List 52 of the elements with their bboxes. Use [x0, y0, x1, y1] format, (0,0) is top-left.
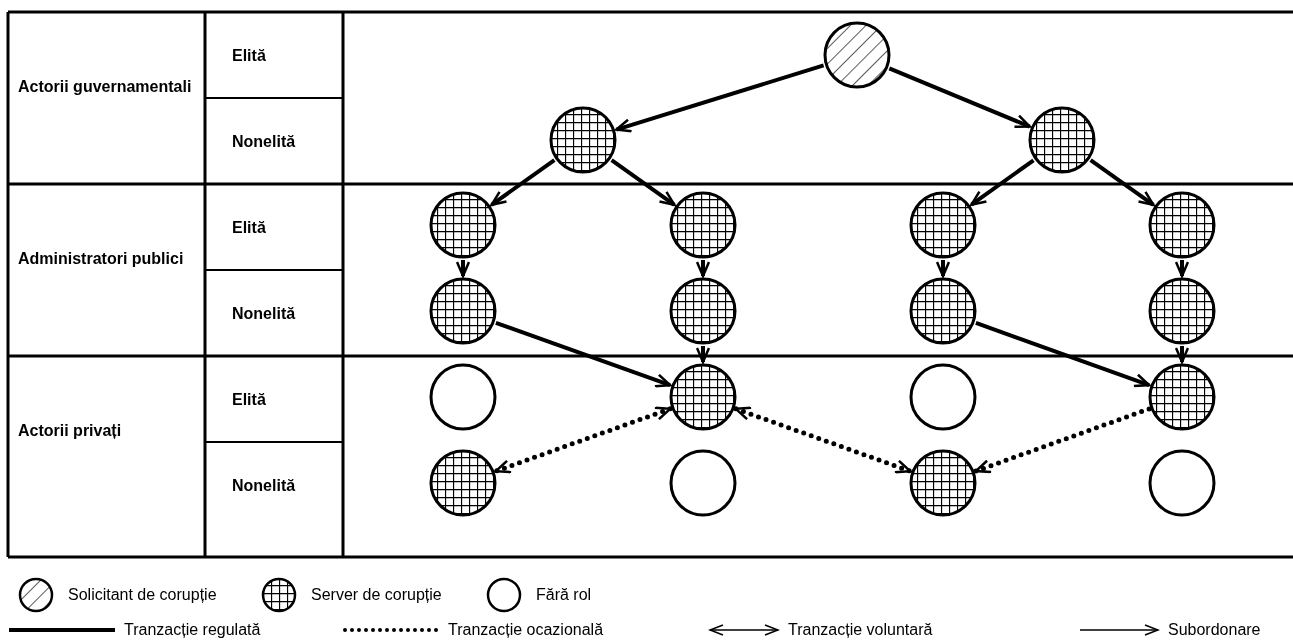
crosshatched-circle: [1148, 191, 1216, 259]
row-label: Elită: [232, 218, 267, 238]
crosshatched-circle: [1148, 363, 1216, 431]
crosshatched-circle: [429, 449, 497, 517]
arrow: [1089, 158, 1155, 207]
legend-label: Tranzacție ocazională: [448, 620, 604, 640]
crosshatched-circle: [1028, 106, 1096, 174]
row-label: Elită: [232, 46, 267, 66]
legend-label: Tranzacție regulată: [124, 620, 261, 640]
arrow: [888, 66, 1031, 129]
legend-label: Server de corupție: [311, 585, 442, 605]
legend-label: Solicitant de corupție: [68, 585, 217, 605]
dotted-arrow: [973, 406, 1152, 474]
arrow: [455, 260, 471, 278]
crosshatched-circle: [669, 277, 737, 345]
arrow: [1174, 260, 1190, 278]
row-header: Actorii guvernamentali: [18, 77, 193, 97]
legend-label: Subordonare: [1168, 620, 1261, 640]
crosshatched-circle: [669, 191, 737, 259]
crosshatched-circle: [1148, 277, 1216, 345]
row-label: Nonelită: [232, 304, 297, 324]
crosshatched-circle: [549, 106, 617, 174]
arrow: [975, 321, 1151, 388]
arrow: [610, 158, 676, 207]
hatched-circle: [823, 21, 891, 89]
row-label: Nonelită: [232, 132, 297, 152]
crosshatched-circle: [909, 191, 977, 259]
arrow: [490, 158, 556, 207]
empty-circle: [1148, 449, 1216, 517]
dotted-arrow: [733, 406, 913, 474]
dotted-arrow: [493, 406, 673, 474]
legend-label: Fără rol: [536, 585, 592, 605]
arrow: [695, 346, 711, 364]
row-label: Elită: [232, 390, 267, 410]
row-header: Administratori publici: [18, 249, 185, 269]
arrow: [695, 260, 711, 278]
crosshatched-circle: [909, 449, 977, 517]
legend-label: Tranzacție voluntară: [788, 620, 933, 640]
arrow: [1174, 346, 1190, 364]
row-label: Nonelită: [232, 476, 297, 496]
arrow: [615, 63, 825, 133]
crosshatched-circle: [429, 191, 497, 259]
crosshatched-circle: [909, 277, 977, 345]
crosshatched-circle: [429, 277, 497, 345]
empty-circle: [669, 449, 737, 517]
arrow: [935, 260, 951, 278]
row-header: Actorii privați: [18, 421, 123, 441]
arrow: [970, 158, 1035, 207]
empty-circle: [429, 363, 497, 431]
arrow: [495, 320, 672, 388]
crosshatched-circle: [669, 363, 737, 431]
empty-circle: [909, 363, 977, 431]
